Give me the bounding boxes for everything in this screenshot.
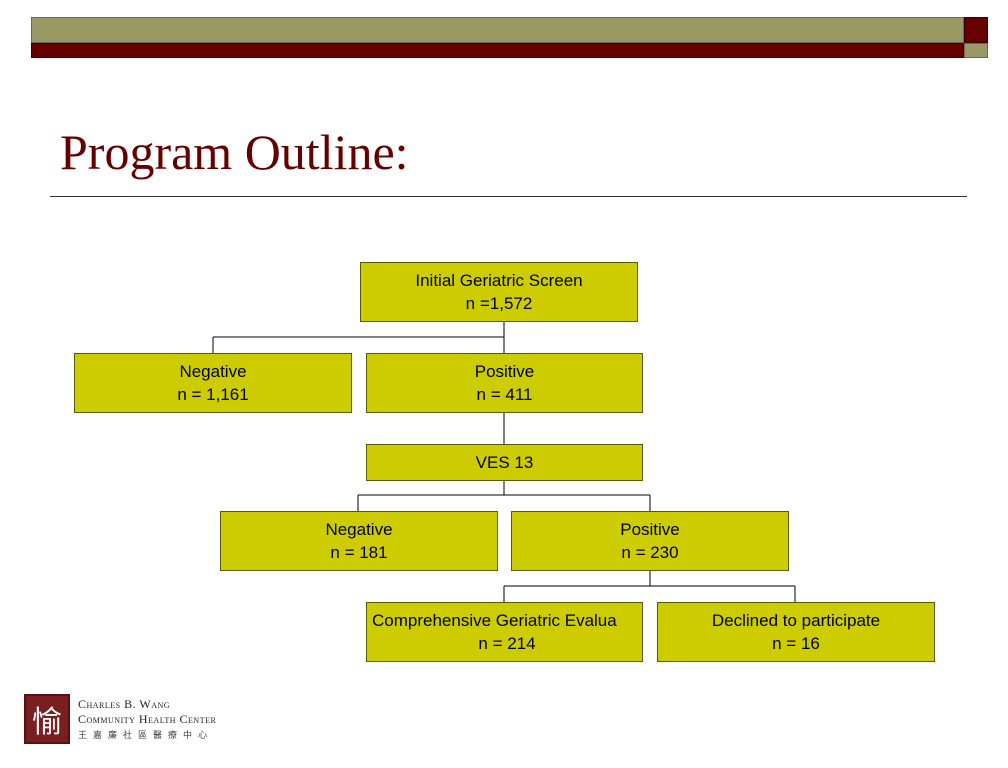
logo-chinese-name: 王嘉廉社區醫療中心 — [78, 731, 214, 741]
logo-name-line2: Community Health Center — [78, 712, 217, 726]
box-count: n = 181 — [330, 543, 388, 562]
header-corner-square-bottom — [964, 43, 988, 58]
box-label: Negative — [325, 520, 393, 539]
box-declined: Declined to participate n = 16 — [657, 602, 935, 662]
slide-title: Program Outline: — [60, 124, 409, 180]
health-center-logo: 愉 Charles B. Wang Community Health Cente… — [24, 694, 249, 746]
box-label: Declined to participate — [711, 611, 881, 630]
box-screen-negative: Negative n = 1,161 — [74, 353, 352, 413]
box-label: Negative — [179, 362, 247, 381]
box-count: n = 16 — [772, 634, 820, 653]
box-label: Initial Geriatric Screen — [415, 271, 583, 290]
box-count: n =1,572 — [465, 294, 533, 313]
box-ves-positive: Positive n = 230 — [511, 511, 789, 571]
box-label: Positive — [474, 362, 535, 381]
box-screen-positive: Positive n = 411 — [366, 353, 643, 413]
box-label: Positive — [620, 520, 680, 539]
box-label: Comprehensive Geriatric Evalua — [372, 611, 617, 630]
box-initial-geriatric-screen: Initial Geriatric Screen n =1,572 — [360, 262, 638, 322]
box-comprehensive-evaluation: Comprehensive Geriatric Evalua n = 214 — [366, 602, 643, 662]
logo-name-line1: Charles B. Wang — [78, 697, 171, 711]
box-label: VES 13 — [475, 453, 534, 472]
title-divider — [50, 196, 967, 197]
box-count: n = 411 — [476, 385, 533, 404]
box-count: n = 214 — [478, 634, 536, 653]
box-count: n = 230 — [621, 543, 679, 562]
header-bar-red — [31, 43, 964, 58]
header-corner-square-top — [964, 17, 988, 43]
header-bar-olive — [31, 17, 964, 43]
box-ves-13: VES 13 — [366, 444, 643, 481]
logo-mark-icon: 愉 — [24, 694, 70, 744]
box-count: n = 1,161 — [177, 385, 249, 404]
box-ves-negative: Negative n = 181 — [220, 511, 498, 571]
